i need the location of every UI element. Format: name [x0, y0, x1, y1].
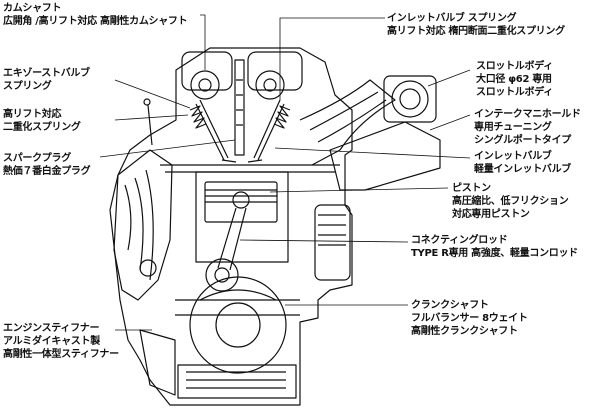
label-inlet-valve-spring-detail: 高リフト対応 楕円断面二重化スプリング	[387, 26, 565, 37]
label-piston-detail1: 高圧縮比、低フリクション	[452, 196, 569, 207]
label-throttle-body-detail2: スロットルボディ	[476, 87, 553, 98]
alternator	[139, 259, 157, 277]
intake-manifold-runner	[299, 79, 396, 166]
leader-inlet-valve	[274, 147, 471, 159]
exhaust-valve	[195, 99, 237, 163]
label-crankshaft-detail2: 高剛性クランクシャフト	[411, 326, 518, 337]
camshaft-right-icon	[255, 70, 285, 100]
label-exhaust-valve-spring-detail1: 高リフト対応	[3, 109, 62, 120]
label-intake-manifold-detail1: 専用チューニング	[474, 122, 552, 133]
label-connecting-rod: コネクティングロッド TYPE R専用 高強度、軽量コンロッド	[411, 234, 578, 260]
inlet-valve	[247, 99, 285, 163]
leader-connecting-rod	[239, 239, 409, 243]
connecting-rod-icon	[217, 207, 247, 271]
label-intake-manifold-detail2: シングルポートタイプ	[474, 135, 571, 146]
label-inlet-valve: インレットバルブ 軽量インレットバルブ	[474, 150, 571, 176]
leader-spring-detail	[114, 114, 189, 121]
label-piston: ピストン 高圧縮比、低フリクション 対応専用ピストン	[452, 182, 569, 221]
label-piston-title: ピストン	[452, 183, 491, 194]
dipstick	[147, 104, 153, 146]
label-spark-plug-detail: 熱価７番白金プラグ	[3, 166, 91, 177]
label-spark-plug: スパークプラグ 熱価７番白金プラグ	[3, 152, 91, 178]
exhaust-manifold	[113, 149, 173, 301]
label-inlet-valve-spring-title: インレットバルブ スプリング	[387, 13, 517, 24]
leader-throttle-body	[427, 69, 471, 87]
label-throttle-body-title: スロットルボディ	[476, 61, 553, 72]
leader-intake-manifold	[429, 114, 471, 131]
camshaft-cover-right	[247, 51, 303, 91]
label-spark-plug-title: スパークプラグ	[3, 153, 71, 164]
label-exhaust-valve-spring-title2: スプリング	[3, 81, 52, 92]
label-camshaft-title: カムシャフト	[3, 3, 62, 14]
label-intake-manifold: インテークマニホールド 専用チューニング シングルポートタイプ	[474, 108, 581, 147]
label-engine-stiffener: エンジンスティフナー アルミダイキャスト製 高剛性一体型スティフナー	[3, 322, 119, 361]
label-crankshaft-title: クランクシャフト	[411, 300, 489, 311]
intake-plenum	[329, 121, 441, 191]
label-exhaust-valve-spring-title: エキゾーストバルブ	[3, 68, 90, 79]
leader-exhaust-spring	[114, 79, 191, 109]
spark-plug-icon	[234, 59, 245, 156]
label-inlet-valve-spring: インレットバルブ スプリング 高リフト対応 楕円断面二重化スプリング	[387, 12, 565, 38]
oil-filter	[314, 204, 351, 281]
inlet-valve-spring-icon	[273, 105, 291, 129]
leader-camshaft	[200, 14, 206, 70]
leader-spark-plug	[99, 139, 236, 158]
exhaust-valve-spring-icon	[189, 105, 207, 129]
camshaft-cover-left	[181, 51, 233, 91]
oil-pan	[177, 364, 297, 399]
engine-block-outline	[109, 47, 353, 406]
label-connecting-rod-detail: TYPE R専用 高強度、軽量コンロッド	[411, 248, 578, 259]
leader-inlet-spring	[279, 17, 385, 100]
label-inlet-valve-detail: 軽量インレットバルブ	[474, 164, 571, 175]
label-throttle-body-detail1: 大口径 φ62 専用	[476, 74, 552, 85]
label-throttle-body: スロットルボディ 大口径 φ62 専用 スロットルボディ	[476, 60, 553, 99]
label-engine-stiffener-title: エンジンスティフナー	[3, 323, 100, 334]
label-crankshaft: クランクシャフト フルバランサー 8ウェイト 高剛性クランクシャフト	[411, 299, 528, 338]
throttle-body-icon	[383, 75, 437, 123]
label-camshaft: カムシャフト 広開角 /高リフト対応 高剛性カムシャフト	[3, 2, 188, 28]
label-intake-manifold-title: インテークマニホールド	[474, 109, 581, 120]
label-exhaust-valve-spring-detail2: 二重化スプリング	[3, 122, 81, 133]
label-engine-stiffener-detail1: アルミダイキャスト製	[3, 336, 100, 347]
label-crankshaft-detail1: フルバランサー 8ウェイト	[411, 313, 528, 324]
label-exhaust-valve-spring-detail: 高リフト対応 二重化スプリング	[3, 108, 81, 134]
cylinder-bore	[195, 171, 289, 263]
label-inlet-valve-title: インレットバルブ	[474, 151, 552, 162]
label-exhaust-valve-spring: エキゾーストバルブ スプリング	[3, 67, 90, 93]
leader-piston	[269, 187, 449, 193]
engine-stiffener-shape	[139, 329, 176, 396]
label-piston-detail2: 対応専用ピストン	[452, 209, 530, 220]
label-connecting-rod-title: コネクティングロッド	[411, 235, 508, 246]
camshaft-left-icon	[190, 70, 220, 100]
label-engine-stiffener-detail2: 高剛性一体型スティフナー	[3, 349, 119, 360]
label-camshaft-detail: 広開角 /高リフト対応 高剛性カムシャフト	[3, 16, 188, 27]
